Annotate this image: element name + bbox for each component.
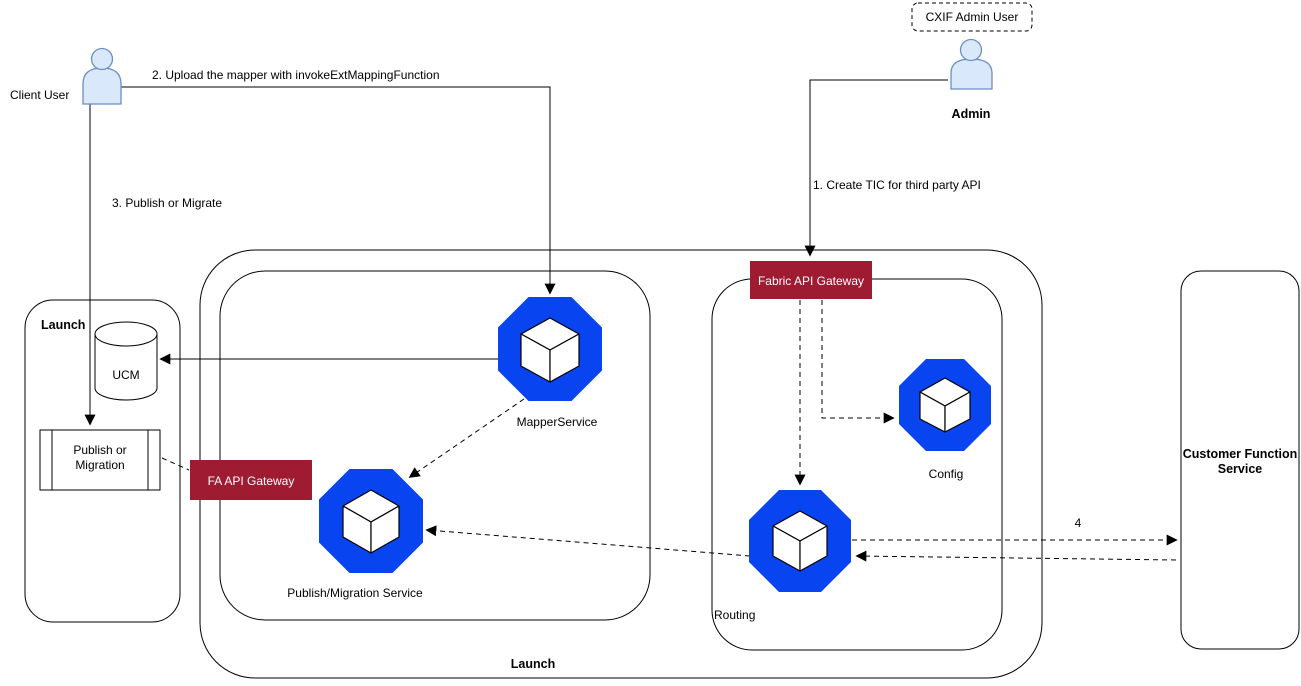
admin-label: Admin (952, 107, 991, 121)
cylinder-body (94, 334, 158, 401)
ucm-database[interactable] (94, 321, 158, 401)
config-label: Config (929, 467, 964, 481)
publish-or-migration-label-line1: Publish or (73, 443, 126, 457)
flow-step3-label: 3. Publish or Migrate (112, 196, 222, 210)
connector-create-tic (804, 79, 948, 257)
person-head-icon (959, 38, 983, 62)
config-service-node[interactable] (899, 359, 991, 451)
cube-icon (342, 489, 400, 554)
person-body-icon (82, 67, 122, 105)
person-body-icon (950, 58, 993, 90)
publish-migration-service-node[interactable] (319, 469, 423, 573)
routing-group-container[interactable] (711, 278, 1003, 651)
client-user-label: Client User (10, 88, 69, 102)
cxif-admin-user-box[interactable] (911, 2, 1033, 32)
ucm-label: UCM (112, 368, 139, 382)
fa-api-gateway-label: FA API Gateway (208, 474, 295, 488)
person-head-icon (90, 47, 114, 71)
customer-function-service-box[interactable] (1180, 270, 1300, 650)
connector-routing-to-pm-service (425, 525, 751, 557)
flow-step1-label: 1. Create TIC for third party API (813, 178, 981, 192)
mapper-service-node[interactable] (498, 297, 602, 401)
fabric-api-gateway-label: Fabric API Gateway (758, 274, 864, 288)
routing-label: Routing (714, 608, 755, 622)
connector-publish-to-fa-gateway (161, 457, 190, 471)
connector-customer-function-to-routing (855, 550, 1177, 562)
routing-service-node[interactable] (749, 490, 851, 592)
client-user-actor[interactable] (82, 47, 122, 105)
fa-api-gateway-node[interactable] (190, 460, 312, 500)
cxif-admin-user-label: CXIF Admin User (926, 10, 1019, 24)
customer-function-service-label-line2: Service (1218, 462, 1263, 476)
publish-migration-service-label: Publish/Migration Service (287, 586, 423, 600)
fabric-api-gateway-node[interactable] (750, 261, 872, 299)
launch-main-label: Launch (511, 657, 555, 671)
connector-upload-mapper (121, 86, 556, 295)
cube-icon (772, 510, 828, 572)
launch-left-label: Launch (41, 318, 85, 332)
cube-icon (520, 317, 580, 383)
flow-step4-label: 4 (1075, 516, 1082, 530)
cylinder-top (94, 321, 158, 347)
customer-function-service-label-line1: Customer Function (1183, 447, 1298, 461)
publish-or-migration-label-line2: Migration (75, 458, 124, 472)
admin-actor[interactable] (950, 38, 993, 90)
cube-icon (919, 377, 971, 433)
connector-fabric-to-config (821, 300, 895, 424)
flow-step2-label: 2. Upload the mapper with invokeExtMappi… (152, 68, 440, 82)
mapper-service-label: MapperService (517, 415, 598, 429)
process-box (39, 429, 161, 491)
publish-or-migration-node[interactable] (39, 429, 161, 491)
